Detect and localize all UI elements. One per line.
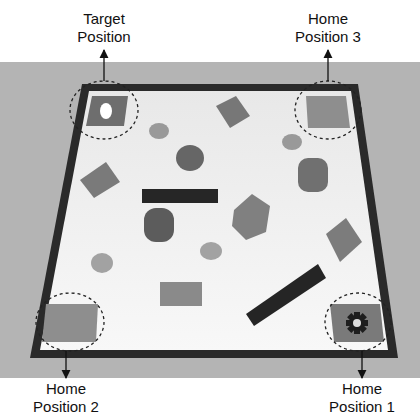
position-label: Home Position 3 [282,10,374,46]
position-label: Target Position [58,10,150,46]
position-label: Home Position 1 [316,380,408,416]
position-label: Home Position 2 [20,380,112,416]
